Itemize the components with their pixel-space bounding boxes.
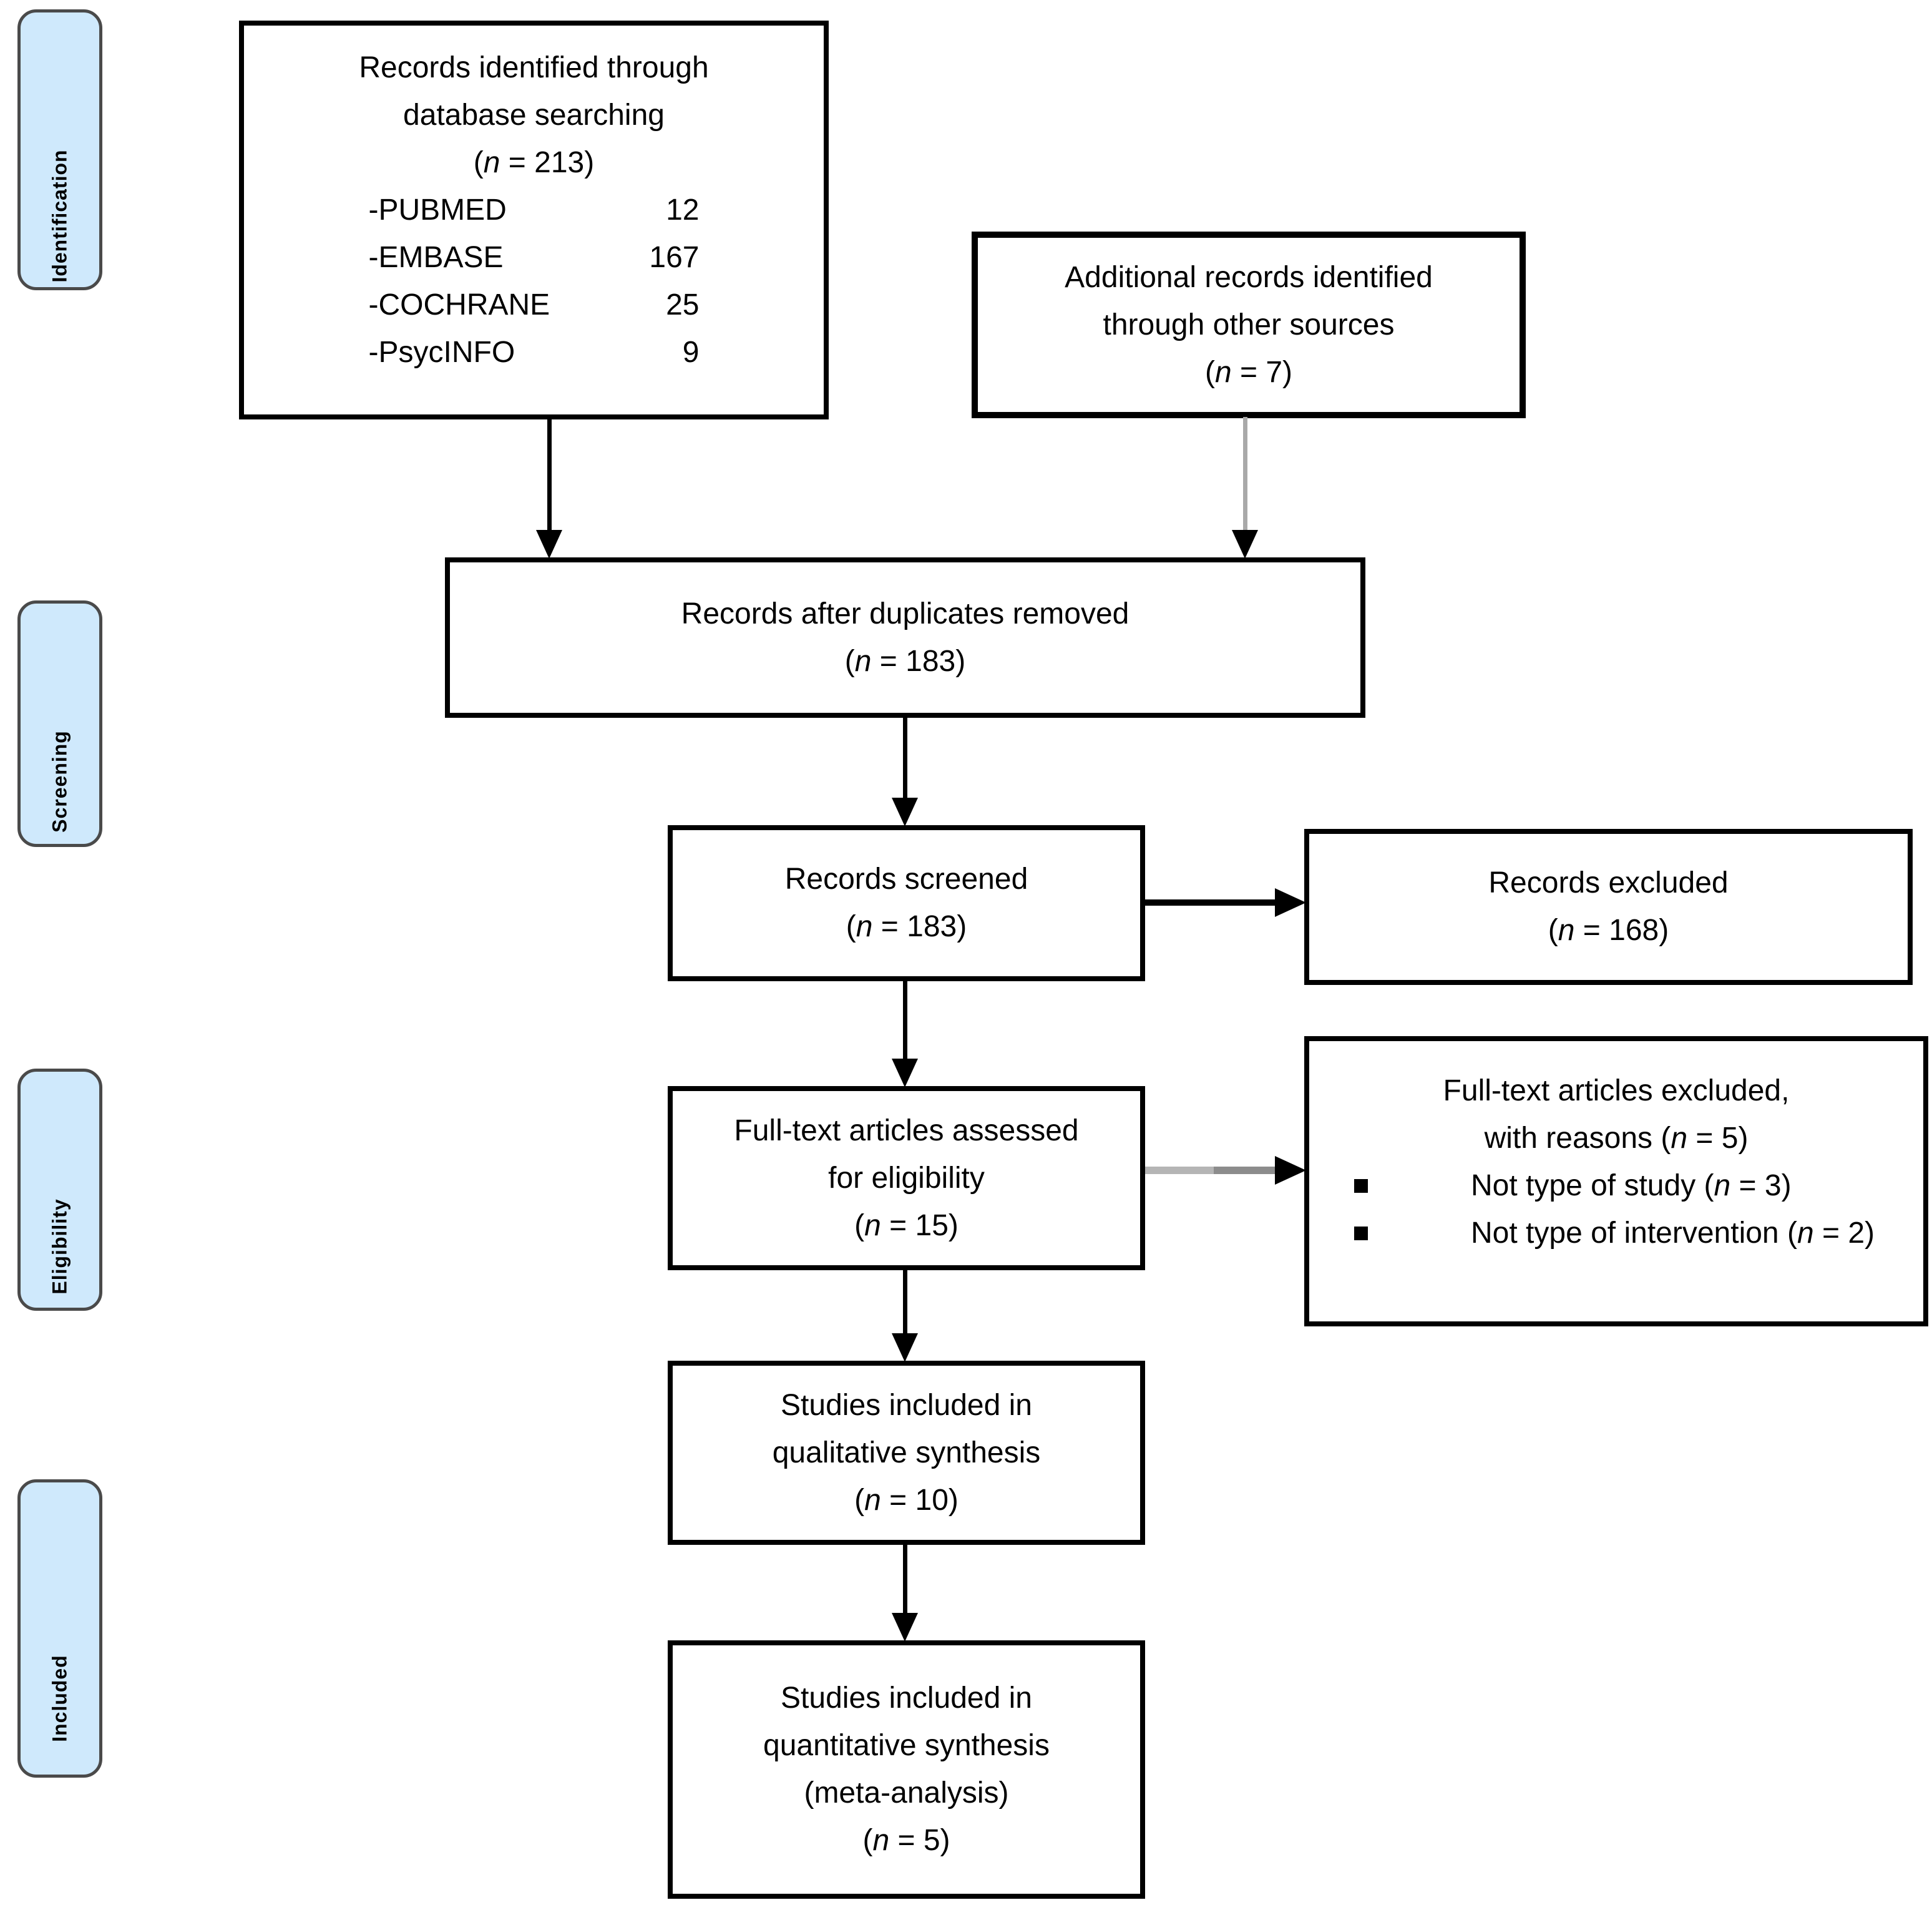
box-text-line: Records excluded — [1488, 866, 1729, 899]
box-fulltext-excluded: Full-text articles excluded, with reason… — [1304, 1036, 1928, 1326]
stage-included: Included — [17, 1479, 102, 1778]
box-text-line: Full-text articles assessed — [734, 1114, 1079, 1147]
database-name: -PsycINFO — [368, 336, 515, 369]
box-text-line: with reasons (n = 5) — [1484, 1122, 1749, 1155]
arrow-line — [547, 419, 552, 532]
exclusion-reason-list: Not type of study (n = 3) Not type of in… — [1309, 1162, 1923, 1257]
stage-label: Identification — [48, 149, 71, 283]
n-value: (n = 183) — [844, 644, 966, 678]
arrow-head — [536, 530, 562, 559]
box-text-line: database searching — [403, 99, 665, 132]
stage-eligibility: Eligibility — [17, 1069, 102, 1311]
arrow-head — [892, 1333, 918, 1362]
box-text-line: Records after duplicates removed — [681, 597, 1129, 630]
database-name: -PUBMED — [368, 193, 507, 227]
n-value: (n = 5) — [862, 1824, 950, 1857]
database-count: 25 — [666, 288, 700, 321]
bullet-square-icon — [1354, 1227, 1368, 1240]
database-row: -EMBASE 167 — [369, 234, 700, 282]
n-value: (n = 168) — [1548, 914, 1669, 947]
arrow-line — [903, 1270, 907, 1335]
arrow-line — [903, 1545, 907, 1615]
arrow-line — [903, 718, 907, 800]
database-row: -PUBMED 12 — [369, 187, 700, 234]
n-value: (n = 213) — [473, 146, 595, 179]
n-value: (n = 7) — [1204, 355, 1293, 389]
box-records-screened: Records screened (n = 183) — [668, 825, 1145, 981]
box-text-line: Records screened — [784, 863, 1028, 896]
stage-screening: Screening — [17, 600, 102, 847]
arrow-line — [1145, 1167, 1277, 1174]
box-quantitative-synthesis: Studies included in quantitative synthes… — [668, 1640, 1145, 1899]
database-count: 167 — [649, 241, 700, 274]
box-text-line: through other sources — [1103, 308, 1395, 341]
box-text-line: quantitative synthesis — [763, 1729, 1050, 1762]
box-text-line: Additional records identified — [1065, 260, 1433, 294]
box-duplicates-removed: Records after duplicates removed (n = 18… — [445, 557, 1365, 718]
arrow-head — [1275, 1156, 1306, 1185]
box-text-line: qualitative synthesis — [772, 1436, 1041, 1469]
box-text-line: Studies included in — [781, 1388, 1032, 1422]
n-value: (n = 10) — [854, 1483, 959, 1517]
box-fulltext-assessed: Full-text articles assessed for eligibil… — [668, 1086, 1145, 1270]
arrow-head — [892, 1059, 918, 1087]
stage-label: Screening — [48, 730, 71, 833]
arrow-head — [1232, 530, 1258, 559]
n-value: (n = 183) — [846, 910, 967, 943]
stage-label: Eligibility — [48, 1198, 71, 1295]
database-name: -COCHRANE — [368, 288, 550, 321]
box-text-line: Full-text articles excluded, — [1443, 1074, 1790, 1107]
database-count: 12 — [666, 193, 700, 227]
box-records-excluded: Records excluded (n = 168) — [1304, 829, 1913, 985]
exclusion-reason-item: Not type of study (n = 3) — [1354, 1162, 1923, 1210]
database-row: -COCHRANE 25 — [369, 282, 700, 329]
arrow-line — [1145, 899, 1277, 906]
box-additional-records: Additional records identified through ot… — [972, 232, 1526, 418]
box-text-line: for eligibility — [828, 1161, 985, 1195]
exclusion-reason-text: Not type of intervention (n = 2) — [1471, 1217, 1875, 1250]
exclusion-reason-item: Not type of intervention (n = 2) — [1354, 1210, 1923, 1257]
arrow-line — [1243, 417, 1247, 532]
n-value: (n = 15) — [854, 1208, 959, 1242]
stage-label: Included — [48, 1655, 71, 1743]
database-count: 9 — [682, 336, 700, 369]
arrow-head — [892, 1613, 918, 1642]
exclusion-reason-text: Not type of study (n = 3) — [1471, 1169, 1792, 1202]
box-qualitative-synthesis: Studies included in qualitative synthesi… — [668, 1361, 1145, 1545]
database-row: -PsycINFO 9 — [369, 329, 700, 376]
box-text-line: Records identified through — [359, 51, 709, 84]
arrow-head — [1275, 888, 1306, 917]
database-name: -EMBASE — [368, 241, 504, 274]
bullet-square-icon — [1354, 1179, 1368, 1193]
arrow-line — [903, 981, 907, 1061]
arrow-head — [892, 798, 918, 826]
box-text-line: (meta-analysis) — [804, 1776, 1009, 1810]
database-list: -PUBMED 12 -EMBASE 167 -COCHRANE 25 -Psy… — [369, 187, 700, 376]
box-text-line: Studies included in — [781, 1682, 1032, 1715]
box-records-identified: Records identified through database sear… — [239, 21, 829, 419]
stage-identification: Identification — [17, 9, 102, 290]
